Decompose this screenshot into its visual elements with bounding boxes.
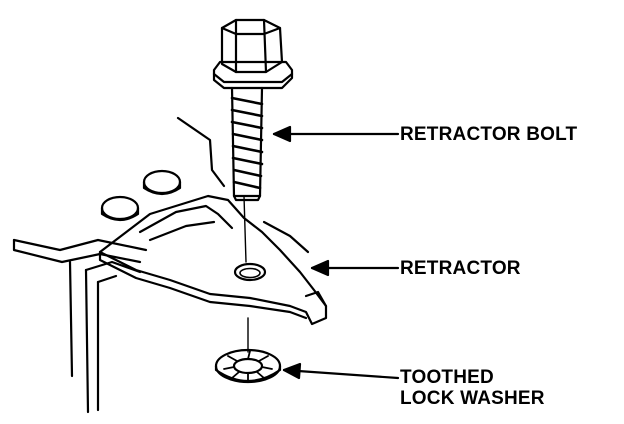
body-contour-lines [176,116,310,254]
plug-upper [142,169,182,196]
leader-lock-washer [282,362,400,380]
bolt-hex-head [220,18,284,74]
leader-retractor-bolt [272,125,400,143]
label-washer-line-1: TOOTHED [400,367,494,388]
leader-lines [272,125,400,380]
bolt-shank [230,86,264,198]
centerline-bolt-to-hole [243,195,247,263]
label-washer-line-2: LOCK WASHER [400,388,545,409]
bolt-flange-edge [212,72,294,84]
bolt-hex-head-faces [220,18,282,74]
alignment-centerline [243,195,249,353]
toothed-lock-washer [214,348,282,384]
body-panel-left-vertical [68,260,74,378]
contour-line-right [262,220,310,254]
retractor-bolt-hole-inner [239,267,261,279]
plug-lower [100,195,140,222]
body-panel [12,238,148,414]
body-panel-front-face [84,268,100,414]
label-retractor: RETRACTOR [400,258,521,279]
retractor-bracket [98,194,328,326]
bolt-tip [232,194,262,202]
retractor-bracket-thickness [98,250,308,320]
body-panel-lower-edge [12,238,148,252]
washer-inner-ring [232,357,264,375]
bolt-threads [230,96,264,190]
body-panel-inner-step [84,260,142,284]
leader-retractor [310,259,400,277]
retractor-bracket-tab [304,290,328,308]
retractor-bolt-hole [233,262,267,282]
retractor-bolt [212,18,294,202]
washer-teeth [223,350,273,382]
retractor-bracket-rib [138,204,234,242]
label-retractor-bolt: RETRACTOR BOLT [400,124,578,145]
contour-line-upper [176,116,226,188]
label-toothed-lock-washer: TOOTHED LOCK WASHER [400,367,545,409]
panel-plugs [100,169,182,222]
bolt-flange [212,60,294,90]
body-panel-top-edge [12,238,142,264]
